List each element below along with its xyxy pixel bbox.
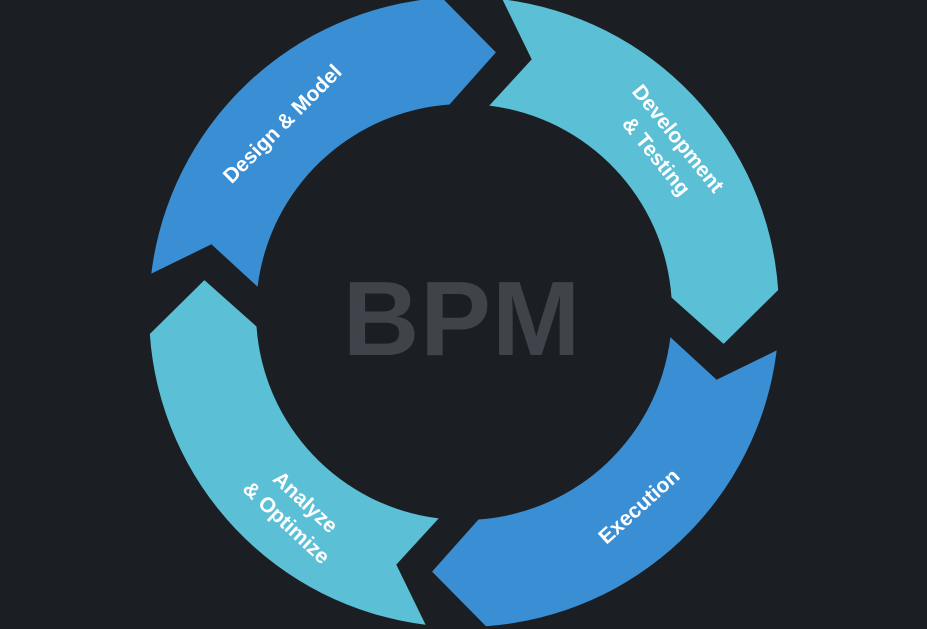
cycle-segment-execute xyxy=(432,337,777,627)
cycle-segment-develop xyxy=(489,0,779,344)
cycle-segment-analyze xyxy=(149,280,439,625)
cycle-segment-design xyxy=(151,0,496,287)
cycle-segments xyxy=(149,0,779,627)
center-title: BPM xyxy=(343,260,582,378)
